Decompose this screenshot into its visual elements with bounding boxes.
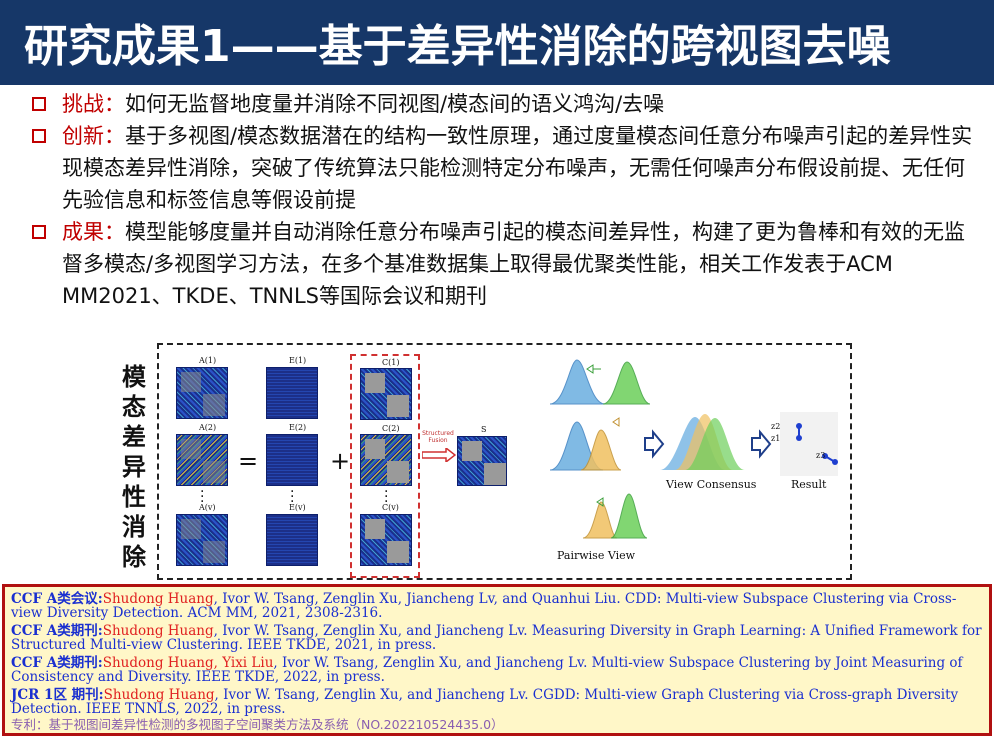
matrix-label: A(2)	[199, 423, 217, 432]
matrix-label: C(v)	[382, 503, 399, 512]
fused-matrix	[457, 436, 507, 486]
matrix-label: E(v)	[289, 503, 306, 512]
bullet-list: 挑战：如何无监督地度量并消除不同视图/模态间的语义鸿沟/去噪 创新：基于多视图/…	[30, 88, 980, 312]
method-figure	[157, 343, 852, 580]
bullet-label: 挑战：	[62, 92, 125, 116]
slide-title: 研究成果1——基于差异性消除的跨视图去噪	[24, 21, 891, 72]
bullet-innovation: 创新：基于多视图/模态数据潜在的结构一致性原理，通过度量模态间任意分布噪声引起的…	[30, 120, 980, 216]
patent-line: 专利：基于视图间差异性检测的多视图子空间聚类方法及系统（NO.202210524…	[11, 717, 504, 732]
view-consensus-caption: View Consensus	[666, 478, 757, 491]
title-bar: 研究成果1——基于差异性消除的跨视图去噪	[0, 0, 994, 85]
bullet-label: 成果：	[62, 220, 125, 244]
reference-item: CCF A类期刊:Shudong Huang, Ivor W. Tsang, Z…	[11, 623, 982, 653]
diversity-matrix	[266, 434, 318, 486]
result-point-label: z1	[771, 434, 781, 443]
consistent-part-box	[350, 354, 420, 578]
checkbox-bullet-icon	[32, 97, 46, 111]
ellipsis: ···	[384, 484, 389, 510]
adjacency-matrix	[176, 514, 228, 566]
distribution-diagram	[549, 359, 838, 539]
result-point-label: z2	[771, 422, 781, 431]
matrix-label: E(2)	[289, 423, 307, 432]
fusion-arrow-icon	[422, 448, 456, 462]
reference-item: CCF A类期刊:Shudong Huang, Yixi Liu, Ivor W…	[11, 655, 963, 685]
consistent-matrix	[360, 434, 412, 486]
consistent-matrix	[360, 514, 412, 566]
ellipsis: ···	[290, 484, 295, 510]
plus-sign: +	[330, 447, 351, 475]
ellipsis: ···	[200, 484, 205, 510]
result-caption: Result	[791, 478, 827, 491]
bullet-text: 如何无监督地度量并消除不同视图/模态间的语义鸿沟/去噪	[125, 92, 665, 116]
bullet-text: 模型能够度量并自动消除任意分布噪声引起的模态间差异性，构建了更为鲁棒和有效的无监…	[62, 220, 965, 308]
bullet-result: 成果：模型能够度量并自动消除任意分布噪声引起的模态间差异性，构建了更为鲁棒和有效…	[30, 216, 980, 312]
consistent-matrix	[360, 368, 412, 420]
reference-item: JCR 1区 期刊:Shudong Huang, Ivor W. Tsang, …	[11, 687, 959, 717]
matrix-label: C(1)	[382, 358, 400, 367]
matrix-label: E(1)	[289, 356, 307, 365]
bullet-challenge: 挑战：如何无监督地度量并消除不同视图/模态间的语义鸿沟/去噪	[30, 88, 980, 120]
matrix-label: A(v)	[199, 503, 216, 512]
adjacency-matrix	[176, 434, 228, 486]
reference-item: CCF A类会议:Shudong Huang, Ivor W. Tsang, Z…	[11, 591, 957, 621]
references-box: CCF A类会议:Shudong Huang, Ivor W. Tsang, Z…	[2, 584, 992, 736]
bullet-text: 基于多视图/模态数据潜在的结构一致性原理，通过度量模态间任意分布噪声引起的差异性…	[62, 124, 973, 212]
equals-sign: =	[238, 447, 259, 475]
fusion-label: Structured Fusion	[422, 430, 454, 444]
matrix-label: S	[481, 425, 487, 434]
checkbox-bullet-icon	[32, 129, 46, 143]
matrix-label: A(1)	[199, 356, 217, 365]
bullet-label: 创新：	[62, 124, 125, 148]
matrix-label: C(2)	[382, 424, 400, 433]
result-point-label: z3	[816, 451, 826, 460]
diversity-matrix	[266, 514, 318, 566]
diversity-matrix	[266, 367, 318, 419]
figure-side-label: 模 态 差 异 性 消 除	[122, 363, 146, 571]
checkbox-bullet-icon	[32, 225, 46, 239]
pairwise-view-caption: Pairwise View	[557, 549, 636, 562]
adjacency-matrix	[176, 367, 228, 419]
